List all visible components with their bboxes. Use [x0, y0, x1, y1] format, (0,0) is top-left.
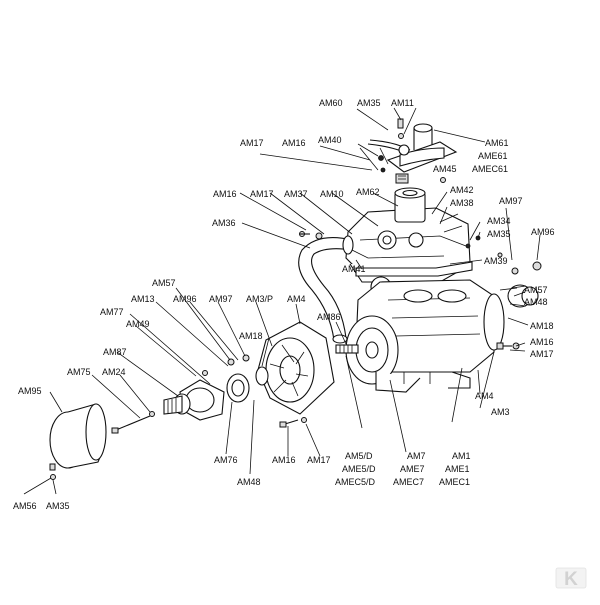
label-am17-c: AM17	[530, 349, 554, 359]
label-am35: AM35	[357, 98, 381, 108]
label-am96-b: AM96	[173, 294, 197, 304]
label-am35-b: AM35	[487, 229, 511, 239]
label-am97-b: AM97	[209, 294, 233, 304]
intake-pipe	[298, 235, 354, 344]
label-am16-c: AM16	[530, 337, 554, 347]
label-am11: AM11	[391, 98, 414, 108]
brand-logo-letter: K	[564, 569, 578, 590]
drive-flange-plate	[257, 321, 335, 415]
label-am86: AM86	[317, 312, 341, 322]
label-am48-b: AM48	[237, 477, 261, 487]
label-am60: AM60	[319, 98, 343, 108]
label-am75: AM75	[67, 367, 91, 377]
label-am42: AM42	[450, 185, 474, 195]
label-am34: AM34	[487, 216, 511, 226]
label-am61: AM61	[485, 138, 509, 148]
valve-lever-assembly	[367, 118, 458, 184]
label-am10: AM10	[320, 189, 344, 199]
label-am56: AM56	[13, 501, 37, 511]
leader-lines	[23, 107, 541, 495]
right-side-fitting	[299, 231, 542, 350]
label-am4: AM4	[287, 294, 306, 304]
label-amec7: AMEC7	[393, 477, 424, 487]
label-am17: AM17	[240, 138, 264, 148]
label-am97: AM97	[499, 196, 523, 206]
part-labels: AM60 AM35 AM11 AM61 AME61 AMEC61 AM17 AM…	[13, 98, 555, 511]
label-am5d: AM5/D	[345, 451, 373, 461]
label-am77: AM77	[100, 307, 124, 317]
label-ame61: AME61	[478, 151, 508, 161]
main-pump-body	[345, 279, 505, 393]
label-am57: AM57	[524, 285, 548, 295]
label-am4-b: AM4	[475, 391, 494, 401]
label-am49: AM49	[126, 319, 150, 329]
label-am13: AM13	[131, 294, 155, 304]
bolts-screws	[49, 233, 512, 480]
label-am24: AM24	[102, 367, 126, 377]
protective-cup	[49, 403, 107, 469]
label-am36: AM36	[212, 218, 236, 228]
label-am76: AM76	[214, 455, 238, 465]
label-am17-d: AM17	[307, 455, 331, 465]
label-am40: AM40	[318, 135, 342, 145]
gasket-plate	[355, 261, 473, 277]
label-am3: AM3	[491, 407, 510, 417]
label-am87: AM87	[103, 347, 127, 357]
label-am48: AM48	[524, 297, 548, 307]
drive-coupling	[163, 370, 225, 421]
label-amec1: AMEC1	[439, 477, 470, 487]
label-ame7: AME7	[400, 464, 425, 474]
parts-drawing	[23, 107, 542, 495]
label-am57-b: AM57	[152, 278, 176, 288]
label-am18: AM18	[530, 321, 554, 331]
label-am95: AM95	[18, 386, 42, 396]
label-am35-c: AM35	[46, 501, 70, 511]
label-am62: AM62	[356, 187, 380, 197]
label-am3p: AM3/P	[246, 294, 273, 304]
label-ame1: AME1	[445, 464, 470, 474]
label-am1: AM1	[452, 451, 471, 461]
label-am41: AM41	[342, 264, 366, 274]
label-am39: AM39	[484, 256, 508, 266]
label-am37: AM37	[284, 189, 308, 199]
brand-logo: K	[555, 567, 587, 590]
label-amec5d: AMEC5/D	[335, 477, 376, 487]
bearing-rings	[226, 354, 269, 403]
label-am17-b: AM17	[250, 189, 274, 199]
label-am7: AM7	[407, 451, 426, 461]
label-am16: AM16	[282, 138, 306, 148]
label-amec61: AMEC61	[472, 164, 508, 174]
rotor-shaft	[335, 344, 359, 354]
label-am16-b: AM16	[213, 189, 237, 199]
label-am96: AM96	[531, 227, 555, 237]
label-am45: AM45	[433, 164, 457, 174]
label-am38: AM38	[450, 198, 474, 208]
label-am18-b: AM18	[239, 331, 263, 341]
label-ame5d: AME5/D	[342, 464, 376, 474]
label-am16-d: AM16	[272, 455, 296, 465]
